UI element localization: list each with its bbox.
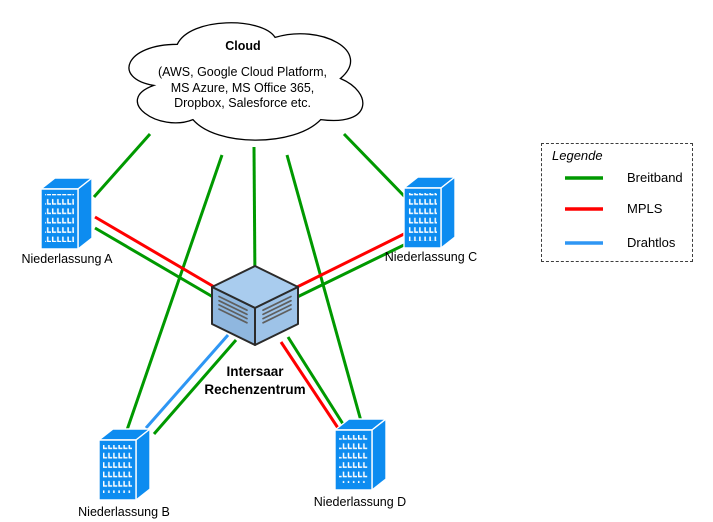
legend-item-drahtlos: Drahtlos: [542, 234, 692, 252]
buildings: [40, 176, 456, 501]
label-branch-d: Niederlassung D: [313, 495, 407, 509]
link-cloud-branch-a-breitband: [92, 133, 152, 198]
link-datacenter-branch-d-mpls: [279, 341, 340, 429]
label-branch-c: Niederlassung C: [384, 250, 478, 264]
legend: Legende Breitband MPLS Drahtlos: [541, 143, 693, 262]
link-datacenter-branch-b-breitband: [152, 339, 238, 435]
link-datacenter-branch-d-breitband: [286, 336, 345, 425]
building-branch-d: [334, 418, 387, 491]
link-cloud-branch-b-breitband: [125, 154, 224, 431]
building-b-windows: [103, 445, 132, 493]
link-cloud-datacenter-breitband: [252, 146, 257, 286]
label-branch-b: Niederlassung B: [78, 505, 170, 519]
building-a-windows: [45, 194, 74, 242]
label-branch-a: Niederlassung A: [21, 252, 113, 266]
link-cloud-branch-c-breitband: [342, 132, 409, 201]
label-datacenter-line-2: Rechenzentrum: [204, 381, 306, 397]
building-c-windows: [408, 193, 437, 241]
cloud-services-text: (AWS, Google Cloud Platform, MS Azure, M…: [122, 65, 363, 112]
legend-item-breitband: Breitband: [542, 169, 692, 187]
link-datacenter-branch-b-drahtlos: [144, 334, 230, 429]
link-branch-a-datacenter-mpls: [94, 215, 229, 297]
link-datacenter-branch-c-breitband: [286, 242, 407, 304]
cloud-services-line-3: Dropbox, Salesforce etc.: [174, 96, 311, 110]
legend-title: Legende: [552, 148, 603, 163]
cube-vent-lines: [218, 295, 292, 324]
cloud-services-line-1: (AWS, Google Cloud Platform,: [157, 65, 328, 79]
building-branch-b: [98, 428, 151, 501]
mpls-line-swatch: [565, 207, 603, 211]
label-datacenter-line-1: Intersaar: [226, 364, 284, 379]
datacenter-cube: [211, 265, 299, 346]
label-datacenter: Intersaar Rechenzentrum: [185, 363, 325, 398]
legend-label-mpls: MPLS: [627, 201, 663, 216]
building-branch-a: [40, 177, 93, 250]
link-datacenter-branch-c-mpls: [286, 231, 407, 294]
building-d-windows: [339, 435, 368, 483]
legend-label-drahtlos: Drahtlos: [627, 235, 676, 250]
drahtlos-line-swatch: [565, 241, 603, 245]
link-cloud-branch-d-breitband: [285, 154, 363, 422]
cloud-services-line-2: MS Azure, MS Office 365,: [170, 80, 315, 95]
links: [92, 132, 409, 435]
breitband-line-swatch: [565, 176, 603, 180]
cloud-shape: [128, 22, 364, 141]
link-branch-a-datacenter-breitband: [94, 226, 226, 306]
legend-label-breitband: Breitband: [627, 170, 683, 185]
legend-item-mpls: MPLS: [542, 200, 692, 218]
building-branch-c: [403, 176, 456, 249]
cloud-title: Cloud: [225, 39, 261, 53]
